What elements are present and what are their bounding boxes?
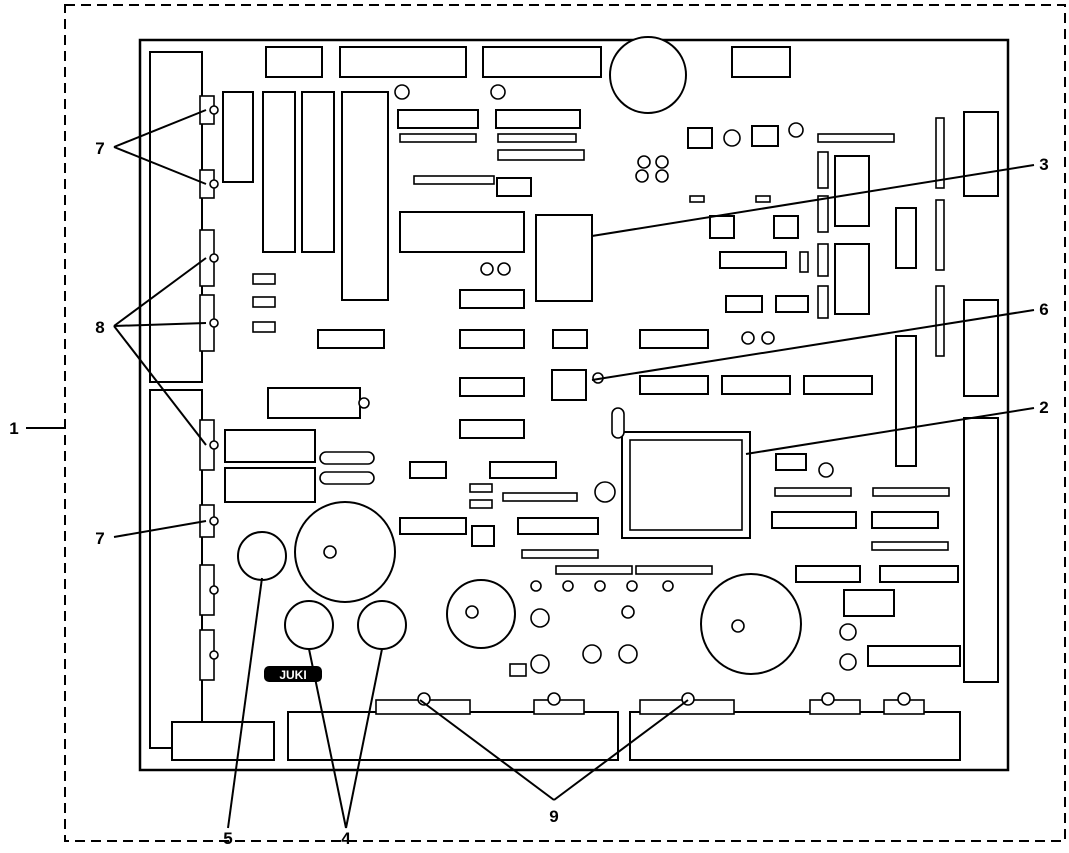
callout-3: 3 bbox=[1039, 155, 1048, 174]
callout-1: 1 bbox=[9, 419, 18, 438]
callout-2: 2 bbox=[1039, 398, 1048, 417]
leader-lines bbox=[26, 109, 1035, 829]
small-resistors bbox=[252, 273, 276, 333]
left-side-connectors bbox=[199, 95, 219, 681]
component-6-chip bbox=[551, 369, 604, 401]
callout-7-bottom: 7 bbox=[95, 529, 104, 548]
callout-5: 5 bbox=[223, 829, 232, 848]
callout-6: 6 bbox=[1039, 300, 1048, 319]
left-connector-strips bbox=[149, 51, 203, 749]
callout-labels: 1 2 3 4 5 6 7 7 8 9 bbox=[9, 139, 1048, 848]
capacitors bbox=[237, 481, 802, 677]
component-4-capacitor-b bbox=[357, 600, 407, 650]
component-2-processor bbox=[611, 407, 751, 539]
component-3-chip bbox=[535, 214, 593, 302]
juki-logo: JUKI bbox=[264, 666, 322, 682]
tall-ics bbox=[222, 91, 389, 503]
callout-8: 8 bbox=[95, 318, 104, 337]
lower-right-components bbox=[771, 453, 961, 671]
top-connectors bbox=[265, 36, 791, 114]
callout-4: 4 bbox=[341, 829, 351, 848]
dip-ics bbox=[317, 109, 873, 575]
component-4-capacitor-a bbox=[284, 600, 334, 650]
logo-text: JUKI bbox=[279, 668, 306, 682]
upper-right-components bbox=[394, 84, 999, 683]
component-5-capacitor bbox=[237, 531, 287, 581]
callout-7-top: 7 bbox=[95, 139, 104, 158]
bottom-connectors bbox=[171, 692, 961, 761]
callout-9: 9 bbox=[549, 807, 558, 826]
enclosure-dashed-outline bbox=[64, 4, 1066, 842]
